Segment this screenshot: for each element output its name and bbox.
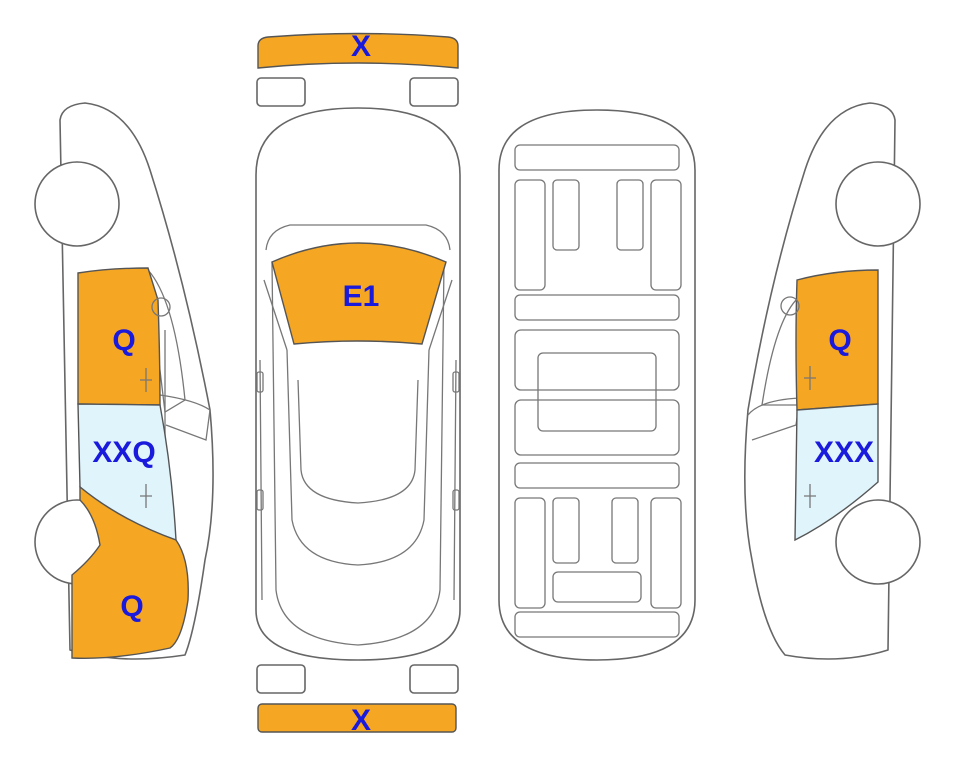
right-window-label: XXX <box>814 436 874 469</box>
front-bumper-label: X <box>351 30 371 63</box>
windshield-panel <box>271 242 447 345</box>
left-rear-panel-label: Q <box>120 590 143 623</box>
left-rear-panel <box>71 485 189 659</box>
left-front-door-label: Q <box>112 324 135 357</box>
left-mirror-icon <box>151 297 171 317</box>
right-rear-door-handle-icon <box>804 484 816 508</box>
rear-bumper-panel <box>257 703 457 733</box>
right-rear-wheel <box>835 499 921 585</box>
rear-bumper-label: X <box>351 704 371 737</box>
front-bumper-panel <box>257 32 459 69</box>
left-door-handle-icon <box>140 368 152 392</box>
car-top-view <box>255 107 461 661</box>
left-front-wheel <box>34 161 120 247</box>
right-window-panel <box>794 403 879 542</box>
car-underside-view <box>498 109 696 661</box>
front-right-light <box>409 77 459 107</box>
right-door-handle-icon <box>804 366 816 390</box>
right-mirror-icon <box>780 296 800 316</box>
right-front-wheel <box>835 161 921 247</box>
right-door-label: Q <box>828 324 851 357</box>
windshield-label: E1 <box>343 280 380 313</box>
rear-left-light <box>256 664 306 694</box>
left-rear-door-handle-icon <box>140 484 152 508</box>
front-left-light <box>256 77 306 107</box>
rear-right-light <box>409 664 459 694</box>
left-window-label: XXQ <box>92 436 155 469</box>
left-front-door-panel <box>77 267 161 406</box>
